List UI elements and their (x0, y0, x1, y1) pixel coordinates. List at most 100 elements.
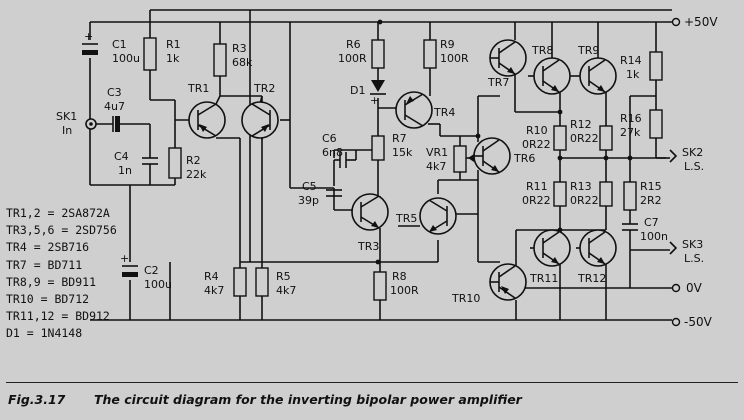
r2-value: 22k (186, 168, 207, 181)
resistor-r6 (371, 39, 385, 69)
c5-ref: C5 (302, 180, 317, 193)
svg-text:+: + (84, 30, 93, 43)
tr5-label: TR5 (395, 212, 417, 225)
c1-ref: C1 (112, 38, 127, 51)
c2-ref: C2 (144, 264, 159, 277)
tr11-label: TR11 (529, 272, 558, 285)
transistor-tr11 (533, 229, 571, 267)
tr7-label: TR7 (487, 76, 509, 89)
tr10-label: TR10 (451, 292, 480, 305)
transistor-tr8 (533, 57, 571, 95)
r3-value: 68k (232, 56, 253, 69)
resistor-r8 (373, 271, 387, 301)
capacitor-c7 (622, 223, 638, 236)
sk3-ref: SK3 (682, 238, 703, 251)
capacitor-c3 (112, 116, 120, 132)
capacitor-c2: + (120, 252, 138, 277)
parts-list-item: TR7 = BD711 (6, 257, 83, 272)
r14-value: 1k (626, 68, 640, 81)
r6-value: 100R (338, 52, 367, 65)
r5-value: 4k7 (276, 284, 296, 297)
sk1-label: In (62, 124, 72, 137)
d1-label: D1 (350, 84, 365, 97)
tr1-label: TR1 (187, 82, 209, 95)
output-junction-dots (375, 19, 633, 265)
output-wires (514, 22, 666, 320)
c2-value: 100u (144, 278, 172, 291)
c1-value: 100u (112, 52, 140, 65)
c3-value: 4u7 (104, 100, 125, 113)
parts-list: TR1,2 = 2SA872A TR3,5,6 = 2SD756 TR4 = 2… (6, 205, 117, 343)
parts-list-item: TR4 = 2SB716 (6, 240, 90, 255)
tr12-label: TR12 (577, 272, 606, 285)
input-socket-sk1[interactable] (85, 118, 97, 130)
c6-value: 6n8 (322, 146, 343, 159)
r15-value: 2R2 (640, 194, 662, 207)
potentiometer-vr1 (453, 145, 474, 173)
r1-ref: R1 (166, 38, 181, 51)
resistor-r2 (168, 147, 182, 179)
input-wires (89, 22, 198, 320)
r6-ref: R6 (346, 38, 361, 51)
r11-ref: R11 (526, 180, 548, 193)
r7-value: 15k (392, 146, 413, 159)
parts-list-item: D1 = 1N4148 (6, 326, 83, 341)
rail-terminals (671, 17, 681, 327)
r9-ref: R9 (440, 38, 455, 51)
resistor-r12 (599, 125, 613, 151)
tr4-label: TR4 (433, 106, 455, 119)
rail-pos-label: +50V (684, 15, 718, 29)
r14-ref: R14 (620, 54, 642, 67)
vr1-ref: VR1 (426, 146, 448, 159)
tr9-label: TR9 (577, 44, 599, 57)
r8-ref: R8 (392, 270, 407, 283)
svg-text:+: + (120, 252, 129, 265)
output-socket-sk3[interactable] (630, 241, 678, 255)
parts-list-item: TR1,2 = 2SA872A (6, 206, 110, 220)
figure-caption-text: The circuit diagram for the inverting bi… (94, 392, 522, 407)
capacitor-c5 (326, 189, 342, 197)
r1-value: 1k (166, 52, 180, 65)
c7-value: 100n (640, 230, 668, 243)
r11-value: 0R22 (522, 194, 551, 207)
rail-neg-label: -50V (684, 315, 713, 329)
c6-ref: C6 (322, 132, 337, 145)
r10-ref: R10 (526, 124, 548, 137)
r5-ref: R5 (276, 270, 291, 283)
capacitor-c4 (142, 150, 158, 172)
c7-ref: C7 (644, 216, 659, 229)
r4-ref: R4 (204, 270, 219, 283)
resistor-r15 (623, 181, 637, 211)
sk3-label: L.S. (684, 252, 704, 265)
transistor-tr5 (419, 197, 457, 235)
r10-value: 0R22 (522, 138, 551, 151)
r16-value: 27k (620, 126, 641, 139)
tr8-label: TR8 (531, 44, 553, 57)
r16-ref: R16 (620, 112, 642, 125)
transistor-tr10 (489, 263, 527, 301)
resistor-r3 (213, 43, 227, 77)
parts-list-item: TR8,9 = BD911 (6, 274, 97, 289)
sk1-ref: SK1 (56, 110, 77, 123)
r12-ref: R12 (570, 118, 592, 131)
c3-ref: C3 (107, 86, 122, 99)
transistor-tr2 (241, 101, 279, 139)
resistor-r5 (255, 267, 269, 297)
rail-wires (90, 9, 672, 321)
r8-value: 100R (390, 284, 419, 297)
resistor-r9 (423, 39, 437, 69)
r2-ref: R2 (186, 154, 201, 167)
rail-zero-label: 0V (686, 281, 703, 295)
r15-ref: R15 (640, 180, 662, 193)
resistor-r7 (371, 135, 385, 161)
vr1-value: 4k7 (426, 160, 446, 173)
output-socket-sk2[interactable] (656, 149, 678, 163)
caption-divider (6, 382, 738, 383)
tr3-label: TR3 (357, 240, 379, 253)
c4-value: 1n (118, 164, 132, 177)
transistor-tr9 (579, 57, 617, 95)
transistor-tr6 (473, 137, 511, 175)
transistor-tr4 (395, 91, 433, 129)
r13-value: 0R22 (570, 194, 599, 207)
